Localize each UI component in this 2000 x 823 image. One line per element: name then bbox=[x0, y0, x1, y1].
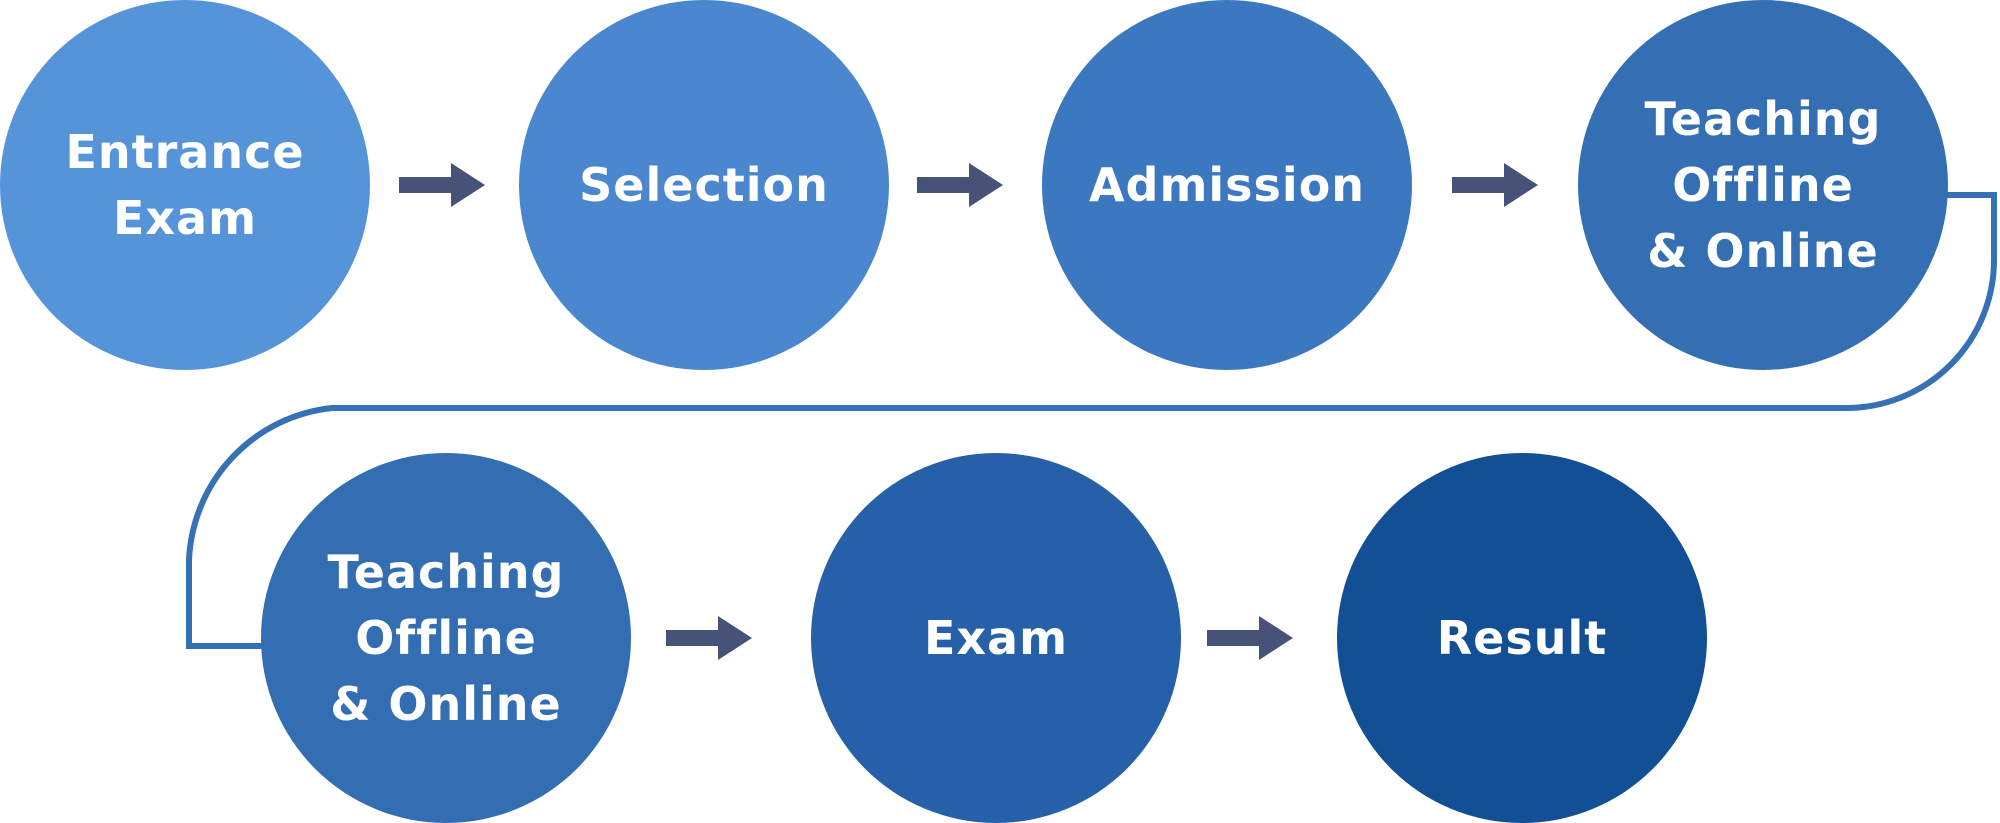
step-label: Admission bbox=[1088, 158, 1366, 212]
step-label: Result bbox=[1436, 611, 1608, 665]
arrow-entrance-to-selection bbox=[399, 163, 485, 207]
arrow-icon bbox=[1207, 616, 1293, 660]
arrow-exam-to-result bbox=[1207, 616, 1293, 660]
arrow-icon bbox=[399, 163, 485, 207]
step-admission: Admission bbox=[1042, 0, 1412, 370]
arrow-icon bbox=[917, 163, 1003, 207]
step-exam: Exam bbox=[811, 453, 1181, 823]
arrow-admission-to-teaching bbox=[1452, 163, 1538, 207]
connector-line-teaching bbox=[186, 192, 1997, 649]
step-label: Teaching Offline & Online bbox=[327, 545, 565, 731]
step-label: Teaching Offline & Online bbox=[1644, 92, 1882, 278]
arrow-teaching-to-exam bbox=[666, 616, 752, 660]
arrow-icon bbox=[1452, 163, 1538, 207]
step-selection: Selection bbox=[519, 0, 889, 370]
step-result: Result bbox=[1337, 453, 1707, 823]
step-label: Entrance Exam bbox=[65, 125, 305, 245]
step-entrance-exam: Entrance Exam bbox=[0, 0, 370, 370]
step-teaching-offline-online-1: Teaching Offline & Online bbox=[1578, 0, 1948, 370]
step-teaching-offline-online-2: Teaching Offline & Online bbox=[261, 453, 631, 823]
arrow-selection-to-admission bbox=[917, 163, 1003, 207]
step-label: Exam bbox=[923, 611, 1069, 665]
arrow-icon bbox=[666, 616, 752, 660]
step-label: Selection bbox=[579, 158, 829, 212]
